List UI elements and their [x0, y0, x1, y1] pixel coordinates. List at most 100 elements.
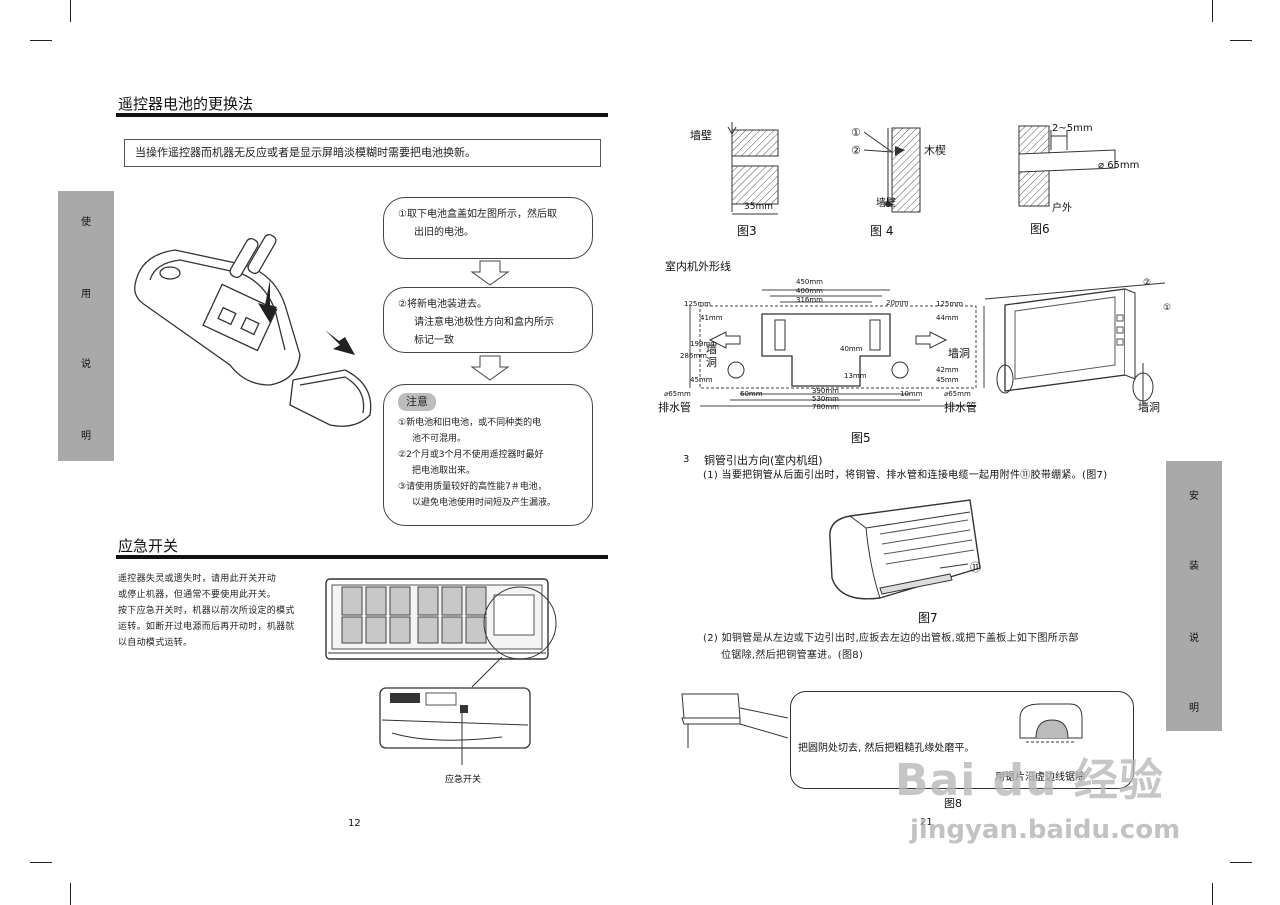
crop-mark — [1212, 0, 1213, 22]
down-arrow-icon — [470, 355, 510, 381]
section-title-emergency: 应急开关 — [118, 537, 179, 555]
page-number-right: 21 — [920, 817, 933, 828]
indoor-unit-illustration — [325, 578, 557, 765]
note-line: ②2个月或3个月不使用遥控器时最好 — [398, 450, 544, 460]
fig5-dim: 780mm — [812, 403, 839, 411]
fig3-wall-label: 墙壁 — [690, 129, 712, 142]
emergency-line: 或停止机器，但通常不要使用此开关。 — [118, 590, 277, 600]
fig5-dim: 41mm — [700, 314, 723, 322]
fig5-outline-label: 室内机外形线 — [665, 260, 731, 273]
fig5-dim: 316mm — [796, 296, 823, 304]
fig6-hole-diagram — [1018, 125, 1116, 207]
note-line: 以避免电池使用时间短及产生漏液。 — [412, 498, 557, 508]
fig5-drain-left: 排水管 — [658, 401, 691, 414]
side-tab-char: 使 — [81, 217, 91, 228]
fig5-dim: 199mm — [690, 340, 717, 348]
fig5-wall-hole-right: 墙洞 — [948, 347, 970, 360]
remote-control-illustration — [134, 233, 372, 427]
emergency-line: 以自动模式运转。 — [118, 638, 193, 648]
fig8-caption: 图8 — [944, 797, 962, 810]
fig5-dim: ⌀65mm — [944, 390, 971, 398]
sec3-title: 铜管引出方向(室内机组) — [704, 454, 823, 467]
fig8-cutout-detail — [1019, 703, 1083, 743]
fig5-isometric-plate — [984, 282, 1166, 405]
crop-mark — [30, 862, 52, 863]
fig5-marker-2: ② — [1143, 278, 1152, 288]
fig5-drain-right: 排水管 — [944, 401, 977, 414]
notice-box: 当操作遥控器而机器无反应或者是显示屏暗淡模糊时需要把电池换新。 — [124, 139, 601, 167]
fig5-dim: 44mm — [936, 314, 959, 322]
side-tab-char: 明 — [81, 431, 91, 442]
fig6-outdoor-label: 户外 — [1052, 203, 1072, 214]
watermark-url: jingyan.baidu.com — [910, 815, 1181, 845]
sec3-paragraph1: (1) 当要把铜管从后面引出时，将铜管、排水管和连接电缆一起用附件⑪胶带绷紧。(… — [703, 470, 1108, 481]
fig7-marker: ⑪ — [970, 561, 981, 574]
fig8-unit-small — [681, 693, 788, 748]
fig5-dim: 45mm — [690, 376, 713, 384]
fig5-wall-hole-far: 墙洞 — [1138, 401, 1160, 414]
fig4-marker-1: ① — [851, 126, 861, 139]
fig5-dim: 42mm — [936, 366, 959, 374]
page-number-left: 12 — [348, 818, 361, 829]
note-line: 池不可混用。 — [412, 434, 467, 444]
fig5-marker-1: ① — [1163, 303, 1172, 313]
step2-line: ②将新电池装进去。 — [398, 299, 487, 310]
fig8-detail-box — [790, 691, 1134, 789]
fig5-dim: 125mm — [936, 300, 963, 308]
note-title: 注意 — [398, 393, 436, 411]
step2-line: 请注意电池极性方向和盒内所示 — [414, 317, 554, 328]
step1-line: ①取下电池盒盖如左图所示，然后取 — [398, 209, 557, 220]
fig8-text-1: 把圆阴处切去, 然后把粗糙孔缘处磨平。 — [798, 743, 975, 754]
fig4-wedge-diagram — [863, 127, 921, 213]
sec3-number: 3 — [683, 454, 690, 465]
sec3-paragraph2: (2) 如铜管是从左边或下边引出时,应扳去左边的出管板,或把下盖板上如下图所示部… — [703, 630, 1079, 664]
fig6-caption: 图6 — [1030, 222, 1050, 236]
step1-bubble: ①取下电池盒盖如左图所示，然后取 出旧的电池。 — [383, 197, 593, 259]
fig5-mounting-plate-diagram — [689, 289, 985, 407]
fig6-dim-gap: 2~5mm — [1052, 123, 1093, 134]
fig5-dim: 390mm — [812, 387, 839, 395]
fig8-text-2: 用锯片沿虚边线锯除 — [995, 772, 1085, 783]
crop-mark — [1230, 40, 1252, 41]
note-bubble: 注意 ①新电池和旧电池，或不同种类的电 池不可混用。 ②2个月或3个月不使用遥控… — [383, 384, 593, 526]
fig5-dim: 13mm — [844, 372, 867, 380]
side-tab-usage: 使 用 说 明 — [58, 191, 114, 461]
fig5-dim: 450mm — [796, 278, 823, 286]
fig4-wedge-label: 木楔 — [924, 144, 946, 157]
fig5-dim: 10mm — [900, 390, 923, 398]
fig7-unit-diagram — [829, 499, 981, 600]
fig5-dim: 20mm — [886, 299, 909, 307]
section-title-battery: 遥控器电池的更换法 — [118, 95, 254, 113]
fig3-caption: 图3 — [737, 224, 757, 238]
step1-line: 出旧的电池。 — [414, 227, 474, 238]
sec3-p2-line: 位锯除,然后把铜管塞进。(图8) — [721, 650, 864, 661]
fig5-dim: ⌀65mm — [664, 390, 691, 398]
fig5-dim: 286mm — [680, 352, 707, 360]
step2-line: 标记一致 — [414, 335, 454, 346]
fig5-wall-hole-left-char: 墙 — [706, 343, 717, 356]
emergency-text: 遥控器失灵或遗失时，请用此开关开动 或停止机器，但通常不要使用此开关。 按下应急… — [118, 571, 318, 651]
fig3-wall-diagram — [727, 122, 779, 215]
section-rule — [116, 113, 608, 117]
note-line: 把电池取出来。 — [412, 466, 476, 476]
fig5-wall-hole-left-char: 洞 — [706, 356, 717, 369]
note-line: ①新电池和旧电池，或不同种类的电 — [398, 418, 542, 428]
crop-mark — [1230, 862, 1252, 863]
fig6-dim-diameter: ⌀ 65mm — [1098, 160, 1140, 171]
emergency-line: 运转。如断开过电源而后再开动时，机器就 — [118, 622, 295, 632]
down-arrow-icon — [470, 260, 510, 286]
side-tab-char: 说 — [1189, 633, 1199, 644]
fig5-dim: 45mm — [936, 376, 959, 384]
note-line: ③请使用质量较好的高性能7＃电池， — [398, 482, 547, 492]
emergency-line: 遥控器失灵或遗失时，请用此开关开动 — [118, 574, 277, 584]
step2-bubble: ②将新电池装进去。 请注意电池极性方向和盒内所示 标记一致 — [383, 287, 593, 353]
fig5-caption: 图5 — [851, 431, 871, 445]
crop-mark — [30, 40, 52, 41]
fig7-caption: 图7 — [918, 611, 938, 625]
fig5-dim: 400mm — [796, 287, 823, 295]
section-rule — [116, 555, 608, 559]
side-tab-char: 安 — [1189, 491, 1199, 502]
fig5-wall-hole-left: 墙洞 — [706, 343, 717, 369]
emergency-line: 按下应急开关时，机器以前次所设定的模式 — [118, 606, 295, 616]
watermark-brand: Bai du 经验 — [895, 755, 1164, 806]
